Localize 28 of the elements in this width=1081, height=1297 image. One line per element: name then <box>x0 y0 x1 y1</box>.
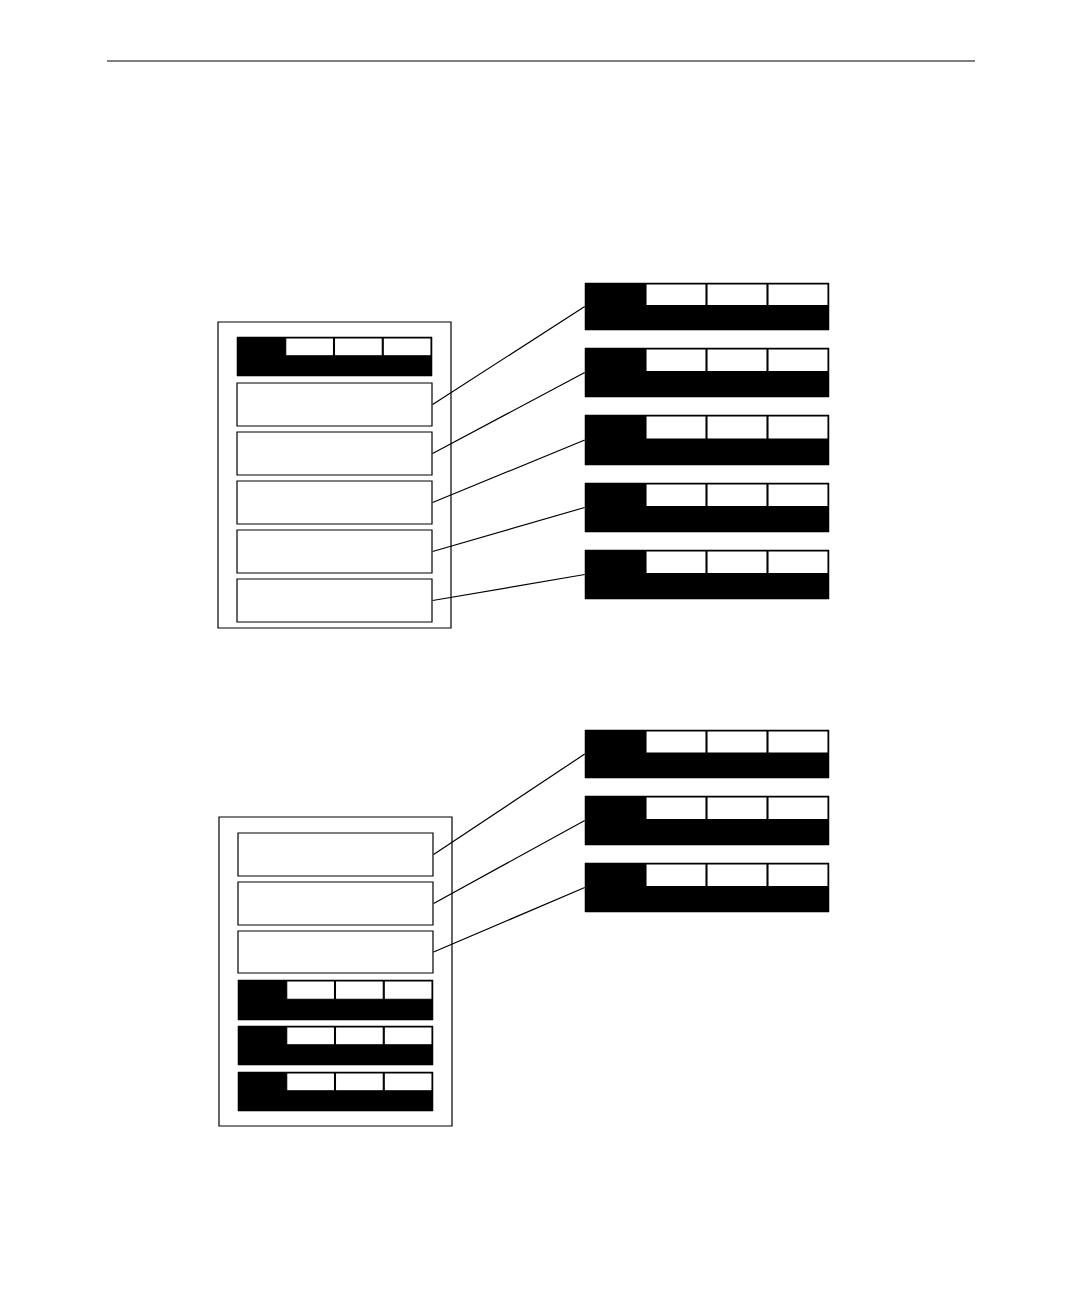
connector-line <box>432 573 586 602</box>
connector-line <box>432 506 586 553</box>
connector-line <box>432 371 586 455</box>
empty-box <box>237 881 434 926</box>
segmented-bar <box>236 336 433 377</box>
segmented-bar <box>237 1025 434 1066</box>
connector-line <box>433 753 586 856</box>
empty-box <box>237 832 434 877</box>
segmented-bar <box>237 979 434 1021</box>
segmented-bar <box>237 1071 434 1112</box>
segmented-bar <box>584 482 830 533</box>
segmented-bar <box>584 282 830 331</box>
empty-box <box>236 578 433 623</box>
connector-line <box>432 305 586 406</box>
segmented-bar <box>584 414 830 466</box>
connector-line <box>433 819 586 905</box>
segmented-bar <box>584 549 830 600</box>
empty-box <box>236 382 433 427</box>
segmented-bar <box>584 347 830 398</box>
segmented-bar <box>584 795 830 846</box>
empty-box <box>236 480 433 525</box>
empty-box <box>236 431 433 476</box>
connector-line <box>432 439 586 504</box>
empty-box <box>237 930 434 974</box>
segmented-bar <box>584 729 830 779</box>
segmented-bar <box>584 862 830 913</box>
connector-line <box>433 886 586 953</box>
empty-box <box>236 529 433 574</box>
